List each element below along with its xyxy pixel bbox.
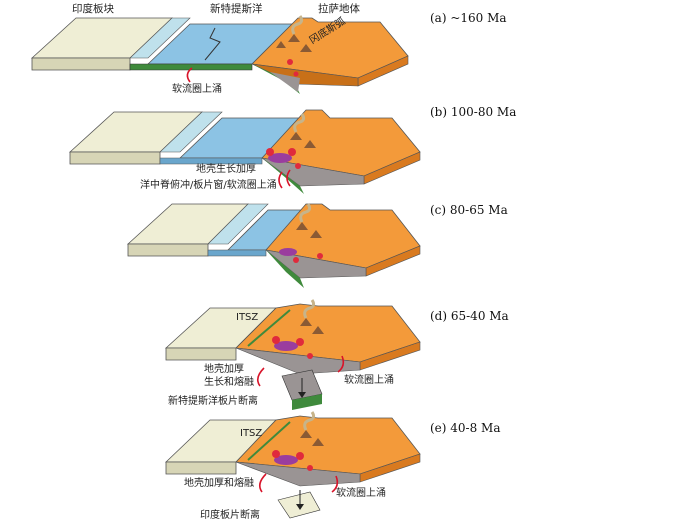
annotation-crust-growth: 地壳生长加厚: [196, 162, 256, 175]
annotation-crust-thickening: 地壳加厚: [204, 362, 244, 375]
annotation-asthenosphere-upwelling: 软流圈上涌: [172, 82, 222, 95]
header-neo-tethys: 新特提斯洋: [210, 2, 263, 15]
slab-gray: [270, 72, 300, 92]
panel-e: (e) 40-8 Ma ITSZ 地壳加厚和熔融 软流圈上涌 印度板片断离: [165, 411, 501, 521]
volcano-icon: [276, 41, 286, 48]
volcano-icon: [288, 34, 300, 42]
stage-label-b: (b) 100-80 Ma: [430, 105, 516, 119]
annotation-tethys-slab-breakoff: 新特提斯洋板片断离: [168, 394, 258, 407]
header-india-plate: 印度板块: [72, 2, 114, 15]
panel-a: (a) ~160 Ma 软流圈上涌 冈底斯弧: [30, 11, 507, 95]
magma-blob: [293, 71, 299, 77]
panel-b: (b) 100-80 Ma 地壳生长加厚 洋中脊俯冲/板片窗/软流圈上涌: [68, 105, 516, 194]
ocean-side: [129, 63, 253, 71]
india-continent-side: [31, 57, 131, 71]
panel-d: (d) 65-40 Ma ITSZ 地壳加厚 生长和熔融 软流圈上涌 新特提斯洋…: [164, 299, 509, 410]
stage-label-c: (c) 80-65 Ma: [430, 203, 508, 217]
annotation-itsz-e: ITSZ: [240, 428, 262, 439]
annotation-itsz-d: ITSZ: [236, 312, 258, 323]
magma-blob: [287, 59, 293, 65]
ash-plume: [291, 15, 304, 35]
header-lhasa-terrane: 拉萨地体: [318, 2, 360, 15]
volcano-icon: [300, 44, 312, 52]
annotation-asthenosphere-upwelling-d: 软流圈上涌: [344, 373, 394, 386]
panel-c: (c) 80-65 Ma: [126, 203, 508, 288]
continental-shelf: [129, 17, 191, 59]
annotation-india-slab-breakoff: 印度板片断离: [200, 508, 260, 521]
stage-label-d: (d) 65-40 Ma: [430, 309, 509, 323]
annotation-crust-thickening-melting: 地壳加厚和熔融: [184, 476, 254, 489]
annotation-asthenosphere-upwelling-e: 软流圈上涌: [336, 486, 386, 499]
upwelling-arrow: [186, 67, 193, 83]
stage-label-e: (e) 40-8 Ma: [430, 421, 501, 435]
mid-ocean-ridge: [204, 27, 221, 61]
stage-label-a: (a) ~160 Ma: [430, 11, 507, 25]
annotation-growth-melting: 生长和熔融: [204, 375, 254, 388]
annotation-ridge-subduction: 洋中脊俯冲/板片窗/软流圈上涌: [140, 178, 277, 191]
